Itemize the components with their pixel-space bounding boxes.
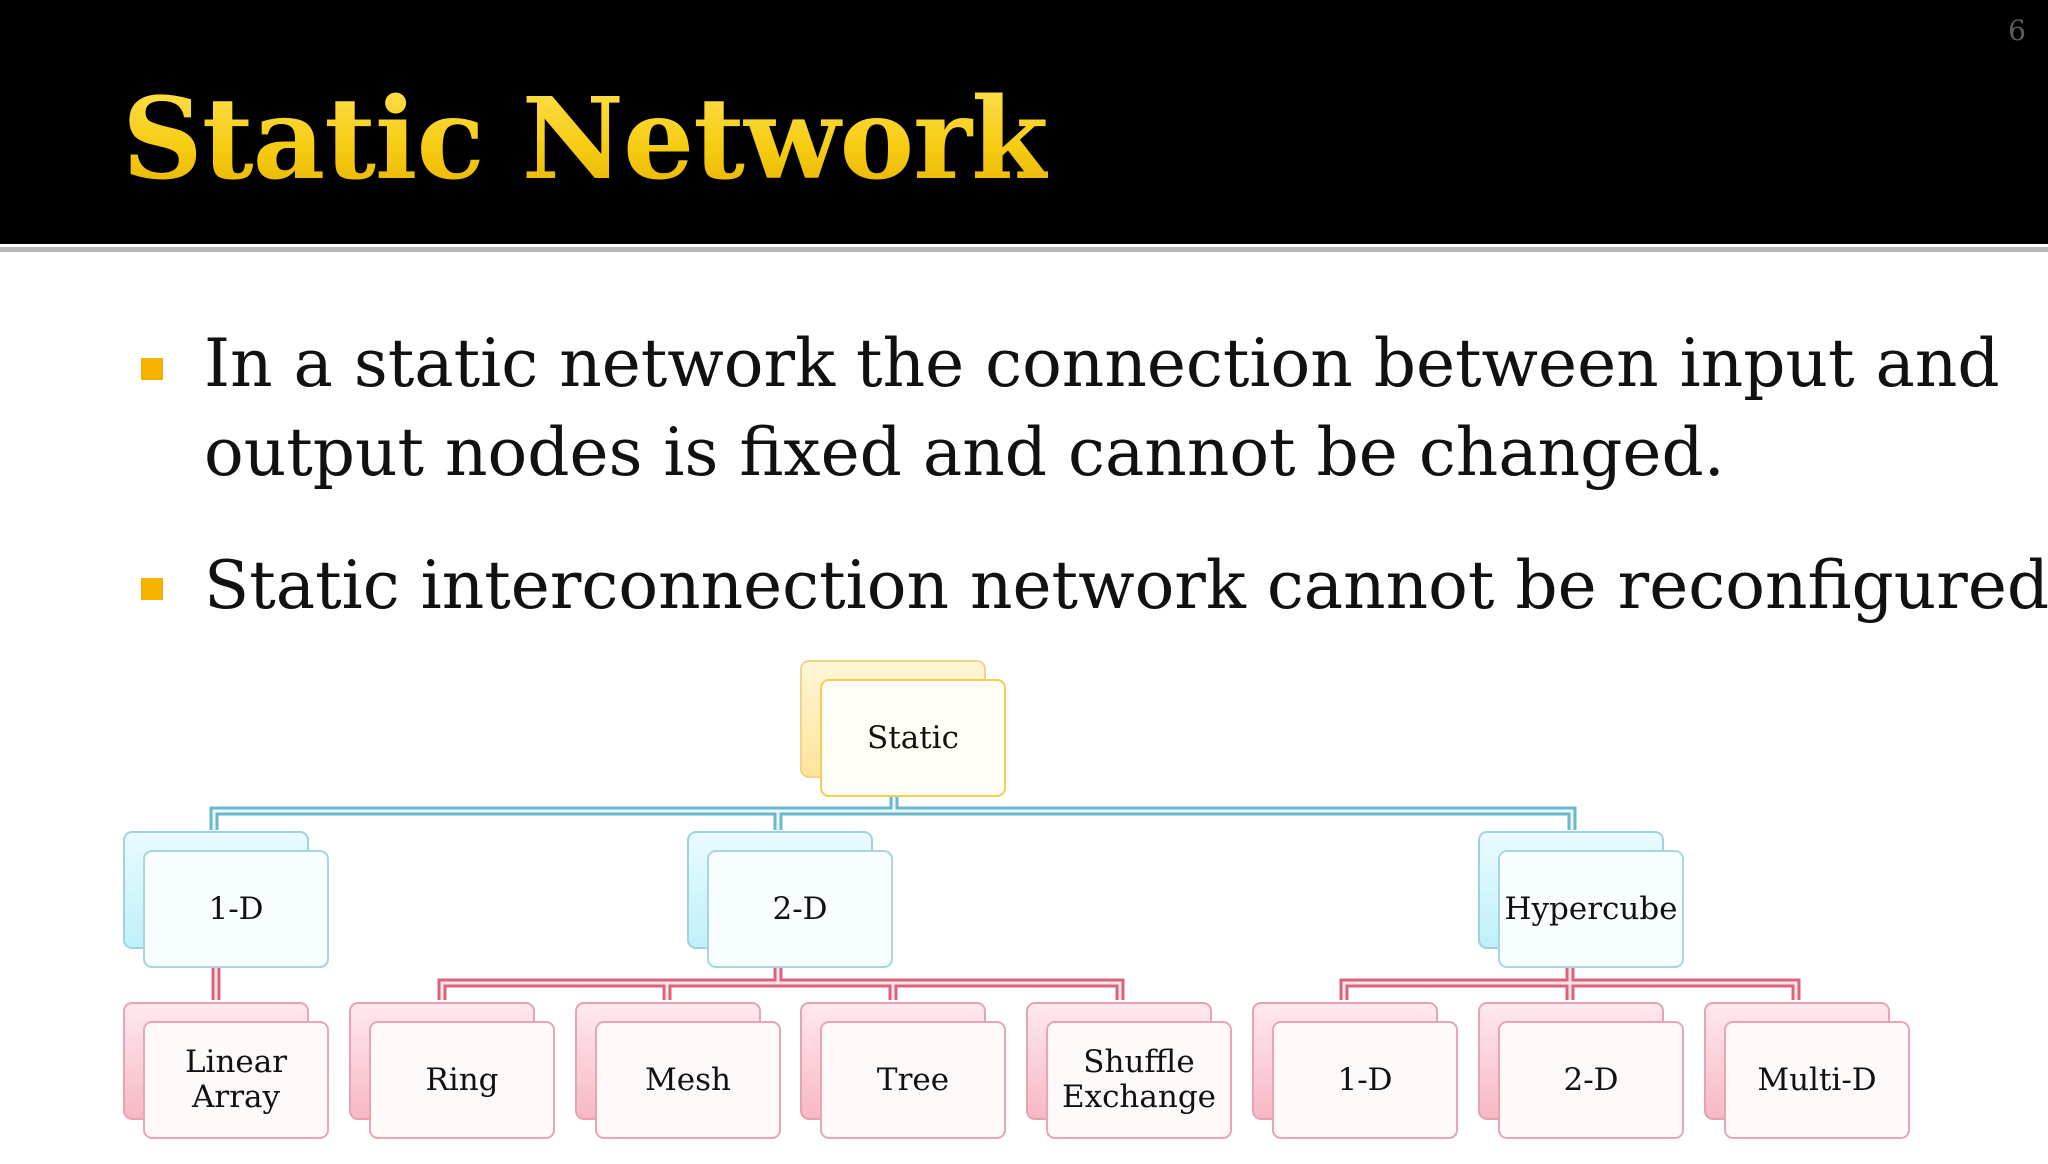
node-static: Static bbox=[800, 660, 1006, 797]
node-shuffle-exchange: Shuffle Exchange bbox=[1026, 1002, 1232, 1139]
node-label: Shuffle Exchange bbox=[1061, 1044, 1217, 1115]
node-hypercube-2d: 2-D bbox=[1478, 1002, 1684, 1139]
node-1d: 1-D bbox=[123, 831, 329, 968]
node-label: Linear Array bbox=[184, 1044, 288, 1115]
node-label: Ring bbox=[425, 1061, 499, 1098]
level1-connector bbox=[209, 795, 1577, 830]
header-divider bbox=[0, 247, 2048, 252]
bullet-square-icon bbox=[141, 358, 163, 380]
node-mesh: Mesh bbox=[575, 1002, 781, 1139]
node-label: 2-D bbox=[1563, 1061, 1619, 1098]
node-label: Hypercube bbox=[1504, 890, 1678, 927]
slide-header bbox=[0, 0, 2048, 244]
slide-number: 6 bbox=[2008, 14, 2026, 47]
node-tree: Tree bbox=[800, 1002, 1006, 1139]
node-label: 1-D bbox=[1337, 1061, 1393, 1098]
node-hypercube-multi-d: Multi-D bbox=[1704, 1002, 1910, 1139]
node-hypercube-1d: 1-D bbox=[1252, 1002, 1458, 1139]
node-linear-array: Linear Array bbox=[123, 1002, 329, 1139]
node-label: Tree bbox=[876, 1061, 950, 1098]
node-label: 2-D bbox=[772, 890, 828, 927]
bullet-text-line: Static interconnection network cannot be… bbox=[204, 547, 2048, 624]
node-2d: 2-D bbox=[687, 831, 893, 968]
node-label: Static bbox=[867, 719, 959, 756]
node-ring: Ring bbox=[349, 1002, 555, 1139]
node-label: Multi-D bbox=[1757, 1061, 1877, 1098]
node-hypercube: Hypercube bbox=[1478, 831, 1684, 968]
node-label: Mesh bbox=[645, 1061, 731, 1098]
level2-connector bbox=[211, 965, 1801, 1000]
bullet-text-line: output nodes is fixed and cannot be chan… bbox=[204, 414, 1725, 491]
slide-title: Static Network bbox=[122, 70, 1049, 210]
bullet-text-line: In a static network the connection betwe… bbox=[204, 325, 2000, 402]
node-label: 1-D bbox=[208, 890, 264, 927]
bullet-square-icon bbox=[141, 578, 163, 600]
